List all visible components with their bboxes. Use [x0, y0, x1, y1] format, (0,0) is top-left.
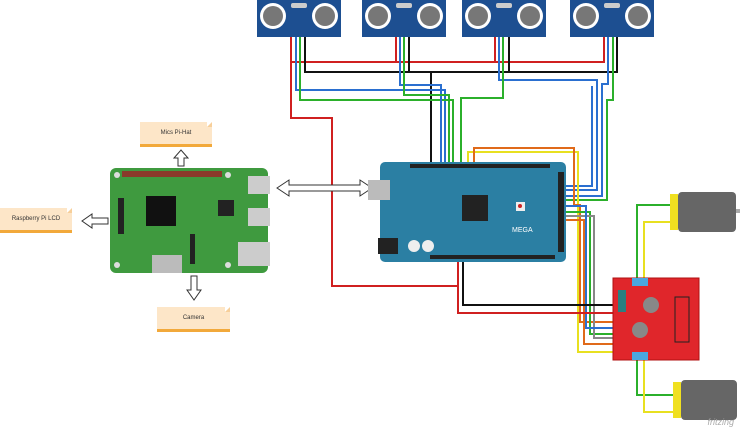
double-arrow-icon — [276, 179, 373, 197]
wire-motor — [643, 360, 673, 413]
note-raspberry-pi-lcd: Raspberry Pi LCD — [0, 208, 72, 233]
wire-12v-driver — [457, 286, 613, 314]
dc-motor — [670, 192, 740, 232]
ultrasonic-sensors — [257, 0, 654, 37]
wire-trig — [498, 37, 598, 191]
wire-echo — [299, 37, 454, 165]
wire-echo — [403, 37, 450, 165]
arduino-logo: MEGA — [512, 227, 533, 234]
wire-motor — [643, 221, 670, 280]
dc-motor — [673, 380, 737, 420]
arrow-up-icon — [172, 149, 190, 167]
raspberry-pi-board — [110, 168, 270, 273]
wire-motor — [636, 360, 673, 396]
arrows — [81, 149, 373, 301]
wire-gnd-driver — [462, 258, 613, 306]
wire-trig — [566, 37, 609, 197]
wire-in2 — [566, 211, 613, 335]
wire-motor — [636, 204, 670, 280]
wire-trig — [295, 37, 446, 165]
wire-gnd-bus — [304, 37, 618, 73]
wire-ena — [467, 151, 613, 353]
arrow-down-icon — [186, 275, 202, 301]
wire-in3 — [566, 215, 613, 339]
wire-vcc-arduino — [290, 62, 459, 287]
note-camera: Camera — [157, 307, 230, 332]
note-mics-pi-hat: Mics Pi-Hat — [140, 122, 212, 147]
wire-trig — [399, 37, 442, 165]
arrow-left-icon — [81, 213, 109, 229]
wire-echo — [460, 37, 504, 165]
wire-in4 — [566, 205, 613, 329]
motor-driver-board — [612, 277, 700, 361]
wire-enb — [566, 219, 613, 345]
ultrasonic-sensor — [362, 0, 446, 37]
arduino-mega-board: MEGA — [368, 162, 566, 262]
fritzing-watermark: fritzing — [707, 417, 734, 427]
ultrasonic-sensor — [257, 0, 341, 37]
ultrasonic-sensor — [462, 0, 546, 37]
ultrasonic-sensor — [570, 0, 654, 37]
wire-echo — [566, 37, 614, 201]
wire-vcc-bus — [290, 37, 605, 63]
wires — [290, 37, 673, 413]
